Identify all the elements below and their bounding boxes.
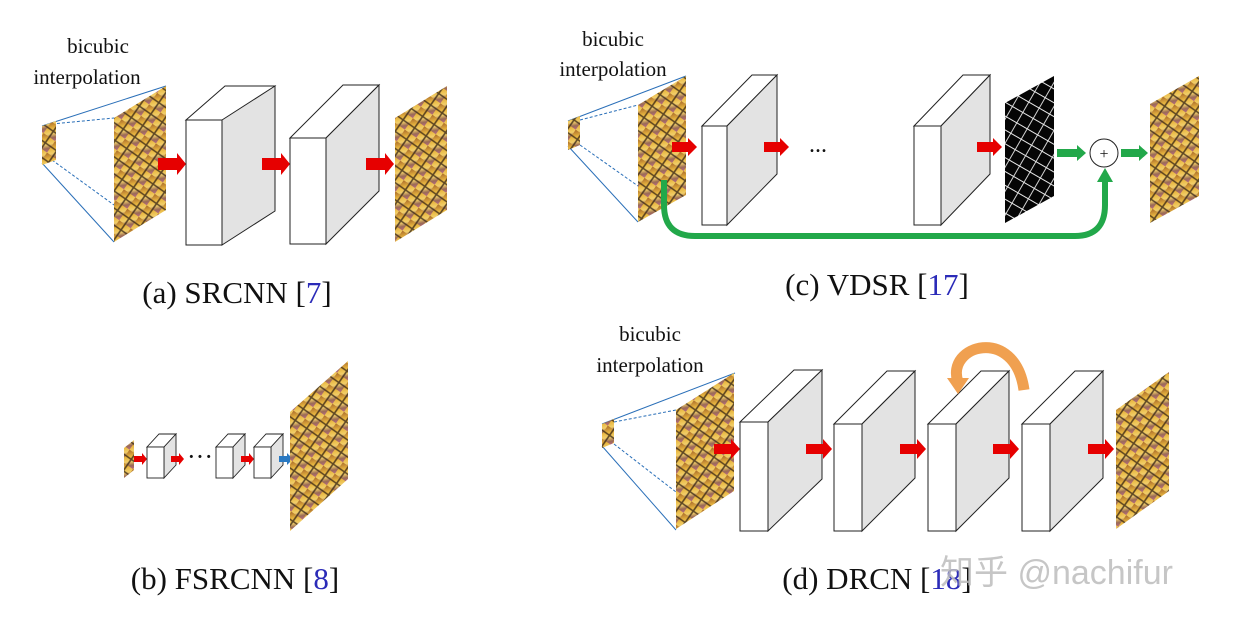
panel-a-projection-lines bbox=[41, 85, 167, 243]
panel-b-fsrcnn: ··· (b) FSRCNN [8] bbox=[124, 361, 348, 596]
panel-c-plus-sign: + bbox=[1099, 146, 1108, 163]
panel-a-arrow-3 bbox=[366, 153, 394, 175]
panel-a-conv-block-2 bbox=[288, 83, 381, 246]
panel-c-label-interpolation: interpolation bbox=[559, 57, 667, 81]
watermark: 知乎 @nachifur bbox=[940, 554, 1173, 592]
panel-d-conv-block-1 bbox=[738, 368, 824, 533]
panel-b-deconv-arrow bbox=[279, 453, 293, 465]
panel-a-arrow-1 bbox=[158, 153, 186, 175]
panel-c-arrow-to-sum bbox=[1057, 145, 1086, 161]
panel-c-sum-node bbox=[1089, 138, 1119, 168]
panel-d-conv-block-4 bbox=[1020, 369, 1105, 533]
panel-c-conv-block-1 bbox=[700, 73, 779, 227]
panel-c-residual-image bbox=[1005, 76, 1054, 223]
panel-c-label-bicubic: bicubic bbox=[582, 27, 644, 51]
panel-d-drcn: bicubic interpolation bbox=[596, 322, 1169, 596]
panel-c-projection-lines bbox=[567, 75, 687, 223]
panel-b-caption: (b) FSRCNN [8] bbox=[131, 561, 339, 596]
panel-d-recursion-loop bbox=[950, 342, 1030, 392]
panel-c-arrow-3 bbox=[977, 138, 1002, 156]
panel-b-arrow-3 bbox=[241, 453, 254, 465]
panel-c-skip-arrowhead bbox=[1097, 168, 1113, 182]
panel-d-conv-block-3 bbox=[926, 369, 1011, 533]
panel-a-label-interpolation: interpolation bbox=[33, 65, 141, 89]
panel-b-conv-block-2 bbox=[214, 432, 247, 480]
panel-b-lr-input-image bbox=[124, 440, 134, 478]
panel-a-caption: (a) SRCNN [7] bbox=[142, 275, 331, 310]
panel-d-output-image bbox=[1116, 372, 1169, 529]
panel-a-output-image bbox=[395, 86, 447, 242]
panel-a-lr-input-image bbox=[42, 121, 56, 165]
panel-c-skip-connection bbox=[661, 180, 1108, 239]
panel-b-ellipsis: ··· bbox=[187, 442, 213, 471]
panel-c-arrow-to-output bbox=[1121, 145, 1148, 161]
panel-c-conv-block-2 bbox=[912, 73, 992, 227]
panel-c-arrow-2 bbox=[764, 138, 789, 156]
panel-d-bicubic-image bbox=[676, 373, 734, 529]
panel-d-caption: (d) DRCN [18] bbox=[782, 561, 971, 596]
panel-c-bicubic-image bbox=[638, 76, 686, 222]
panel-b-arrow-2 bbox=[171, 453, 184, 465]
panel-d-arrow-4 bbox=[993, 439, 1019, 459]
panel-d-arrow-3 bbox=[900, 439, 926, 459]
panel-a-srcnn: bicubic interpolation (a) SRCNN [7] bbox=[33, 34, 447, 310]
panel-a-arrow-2 bbox=[262, 153, 290, 175]
panel-d-projection-lines bbox=[601, 372, 736, 531]
panel-b-conv-block-1 bbox=[145, 432, 178, 480]
panel-d-conv-block-2 bbox=[832, 369, 917, 533]
panel-d-recursion-arrowhead bbox=[947, 378, 969, 394]
panel-c-output-image bbox=[1150, 76, 1199, 223]
panel-a-conv-block-1 bbox=[184, 85, 277, 246]
panel-a-bicubic-image bbox=[114, 86, 166, 242]
panel-d-arrow-1 bbox=[714, 439, 740, 459]
panel-c-lr-input-image bbox=[568, 116, 580, 150]
panel-b-conv-block-3 bbox=[252, 432, 285, 480]
panel-a-label-bicubic: bicubic bbox=[67, 34, 129, 58]
panel-c-ellipsis: ... bbox=[809, 132, 827, 158]
panel-d-label-interpolation: interpolation bbox=[596, 353, 704, 377]
panel-b-output-image bbox=[290, 361, 348, 531]
panel-d-lr-input-image bbox=[602, 419, 614, 448]
panel-c-caption: (c) VDSR [17] bbox=[785, 267, 969, 302]
panel-d-label-bicubic: bicubic bbox=[619, 322, 681, 346]
panel-c-vdsr: bicubic interpolation ... + bbox=[559, 27, 1199, 302]
panel-d-arrow-5 bbox=[1088, 439, 1114, 459]
panel-b-arrow-1 bbox=[134, 453, 147, 465]
panel-c-arrow-1 bbox=[672, 138, 697, 156]
panel-d-arrow-2 bbox=[806, 439, 832, 459]
